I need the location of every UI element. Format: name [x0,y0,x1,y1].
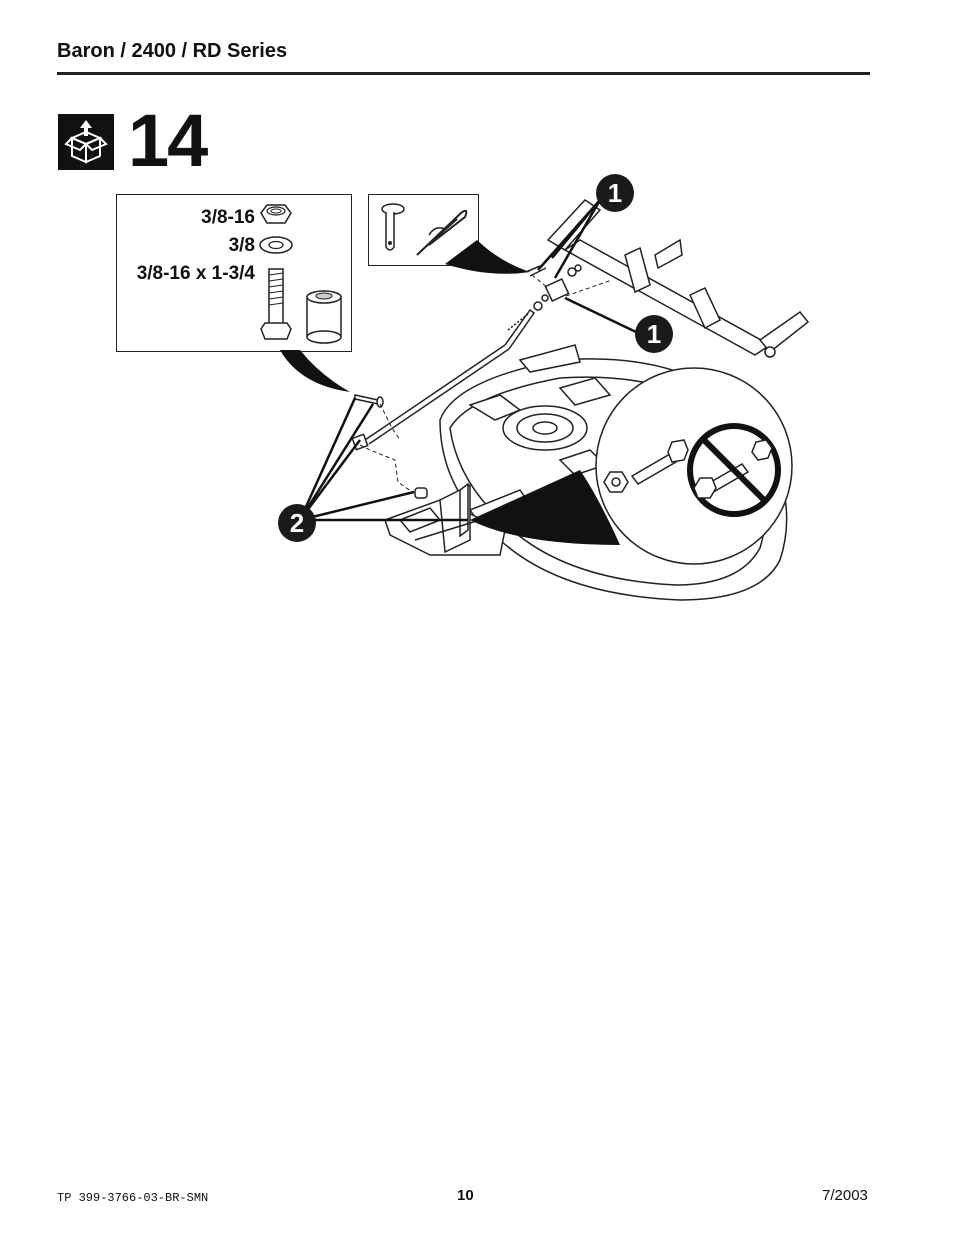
header-rule [57,72,870,75]
document-number: TP 399-3766-03-BR-SMN [57,1191,209,1205]
nut-size-label: 3/8-16 [201,207,255,228]
front-hitch-bracket [384,482,506,556]
hairpin-cotter-icon [416,209,468,256]
page-number: 10 [457,1187,474,1204]
correct-bolt-orientation-icon [603,439,689,493]
hardware-pointer-wedge [280,350,350,392]
pin-hardware-panel [368,194,479,266]
spacer-icon [306,290,342,344]
washer-icon [259,236,293,254]
callout-1-top: 1 [596,174,634,212]
bolt-icon [260,268,292,340]
callout-1-bottom: 1 [635,315,673,353]
hardware-illustration [259,204,342,344]
page-header-title: Baron / 2400 / RD Series [57,40,288,62]
detail-pointer-wedge [470,470,620,545]
hex-nut-icon [260,204,292,224]
lift-rod [364,308,536,445]
lift-bolt-hardware [351,394,428,499]
callout-2: 2 [278,504,316,542]
clevis-pin-icon [381,203,405,251]
hardware-panel: 3/8-16 3/8 3/8-16 x 1-3/4 [116,194,352,352]
hardware-box-icon [58,114,114,170]
washer-size-label: 3/8 [228,235,255,256]
revision-date: 7/2003 [822,1187,868,1204]
detail-magnifier [595,367,793,565]
step-number: 14 [128,99,208,182]
incorrect-bolt-orientation-icon [687,423,781,517]
clevis-pin-and-hairpin-illustration [381,203,468,256]
mower-deck [439,344,788,601]
bolt-size-label: 3/8-16 x 1-3/4 [136,263,255,284]
